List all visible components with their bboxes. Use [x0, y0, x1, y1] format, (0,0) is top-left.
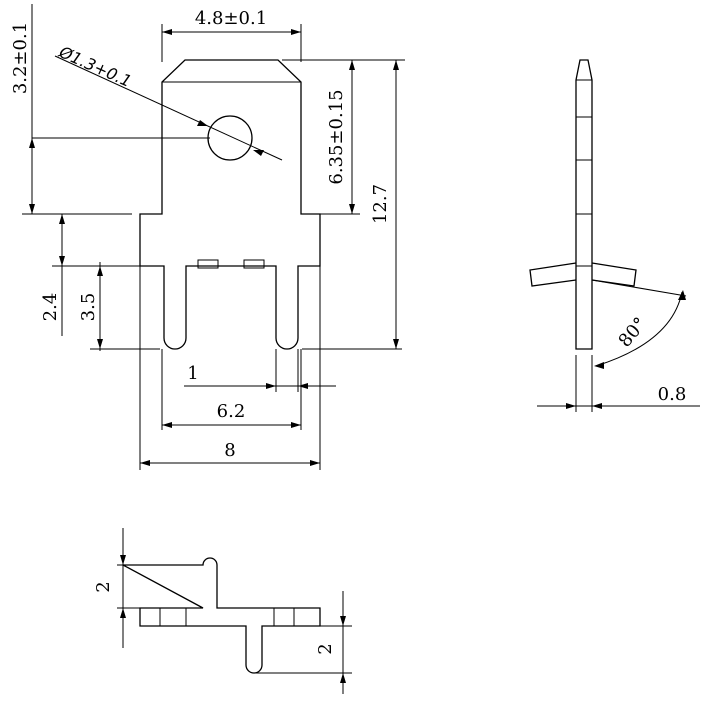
hole: [207, 115, 253, 161]
foot-right-b: [293, 607, 321, 627]
arrow: [349, 204, 355, 214]
arrow: [197, 120, 208, 126]
foot-right-a: [273, 607, 295, 627]
front-outline: [139, 59, 321, 350]
arrow: [162, 422, 172, 428]
arrow: [162, 29, 172, 35]
slot-notch-right: [243, 259, 265, 269]
arrow: [340, 673, 346, 683]
dim-gap: 1: [187, 363, 198, 384]
dim-top-width: 4.8±0.1: [195, 8, 267, 29]
dim-tab-top-height: 3.2±0.1: [10, 22, 31, 94]
arrow: [298, 383, 308, 389]
arrow: [97, 266, 103, 276]
slot-notch-left: [197, 259, 219, 269]
arrow: [291, 422, 301, 428]
angle-ref-line: [591, 279, 687, 297]
arrow: [393, 339, 399, 349]
arrow: [120, 555, 126, 565]
arrow: [97, 339, 103, 349]
bottom-view: 2 2: [93, 528, 352, 694]
arrow: [340, 616, 346, 626]
arrow: [29, 204, 35, 214]
arrow: [29, 138, 35, 148]
arrow: [59, 214, 65, 224]
front-view: 4.8±0.1 Ø1.3+0.1 3.2±0.1 6.35±0.15 12.7 …: [10, 4, 405, 470]
hole-leader: [54, 55, 283, 161]
arrow: [310, 460, 320, 466]
dim-slot-depth: 3.5: [78, 293, 99, 322]
foot-left-a: [139, 607, 161, 627]
arrow: [349, 60, 355, 70]
dim-hole: Ø1.3+0.1: [55, 42, 134, 91]
arrow: [566, 403, 576, 409]
wing-left: [529, 262, 577, 287]
dim-overall-height: 12.7: [370, 184, 391, 224]
dim-shoulder-height: 2.4: [40, 293, 61, 322]
arrow: [594, 362, 604, 369]
arrow: [393, 60, 399, 70]
arrow: [291, 29, 301, 35]
arrow: [678, 290, 686, 300]
dim-thickness: 0.8: [658, 384, 687, 405]
arrow: [59, 256, 65, 266]
dim-inner-width: 6.2: [217, 401, 246, 422]
arrow: [253, 150, 264, 156]
arrow: [140, 460, 150, 466]
foot-left-b: [159, 607, 187, 627]
dim-overall-width: 8: [224, 440, 235, 461]
arrow: [266, 383, 276, 389]
dim-bottom-right-height: 2: [315, 643, 336, 654]
arrow: [592, 403, 602, 409]
dim-bottom-left-height: 2: [93, 581, 114, 592]
side-view: 80° 0.8: [529, 59, 700, 412]
arrow: [120, 608, 126, 618]
side-bar: [575, 59, 593, 350]
dim-tab-right-height: 6.35±0.15: [326, 89, 347, 184]
bottom-outline: [122, 557, 321, 674]
wing-right: [591, 262, 637, 287]
angle-arc: [595, 291, 683, 367]
dim-angle: 80°: [614, 313, 651, 351]
